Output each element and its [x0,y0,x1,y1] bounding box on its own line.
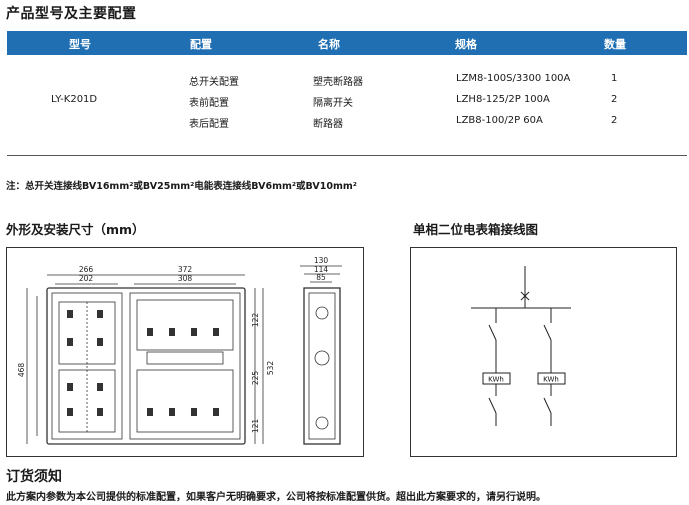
row-1-spec: LZM8-100S/3300 100A [456,73,571,84]
dim-121: 121 [251,419,260,434]
meter-label-2: KWh [543,376,559,384]
order-notice-text: 此方案内参数为本公司提供的标准配置，如果客户无明确要求，公司将按标准配置供货。超… [6,492,546,503]
dim-468: 468 [17,363,26,378]
row-3-qty: 2 [611,115,618,126]
header-qty: 数量 [604,38,626,51]
header-spec: 规格 [455,38,477,51]
header-model: 型号 [69,38,91,51]
row-3-name: 断路器 [313,119,343,130]
dim-372: 372 [178,265,193,274]
dim-85: 85 [316,273,326,282]
row-1-config: 总开关配置 [189,77,239,88]
dim-308: 308 [178,274,193,283]
table-bottom-rule [7,155,687,156]
row-3-config: 表后配置 [189,119,229,130]
wiring-svg: KWh KWh [471,266,571,426]
product-section-title: 产品型号及主要配置 [6,6,137,22]
row-2-name: 隔离开关 [313,98,353,109]
row-3-spec: LZB8-100/2P 60A [456,115,543,126]
model-cell: LY-K201D [51,94,98,105]
header-name: 名称 [318,38,340,51]
wiring-section-title: 单相二位电表箱接线图 [413,222,539,237]
order-notice-title: 订货须知 [6,469,62,485]
row-2-config: 表前配置 [189,98,229,109]
dim-202: 202 [79,274,94,283]
dimension-svg: 266 202 372 308 468 532 122 225 121 130 … [17,256,342,445]
header-config: 配置 [190,38,212,51]
dim-225: 225 [251,371,260,386]
dimension-section-title: 外形及安装尺寸（mm） [6,222,145,237]
dim-266: 266 [79,265,94,274]
meter-label-1: KWh [488,376,504,384]
dim-114: 114 [314,265,329,274]
wiring-note: 注：总开关连接线BV16mm²或BV25mm²电能表连接线BV6mm²或BV10… [6,181,357,192]
row-1-qty: 1 [611,73,618,84]
dimension-drawing: 266 202 372 308 468 532 122 225 121 130 … [6,247,364,457]
table-header: 型号 配置 名称 规格 数量 [7,31,687,55]
dim-130: 130 [314,256,329,265]
row-2-qty: 2 [611,94,618,105]
row-1-name: 塑壳断路器 [313,77,363,88]
dim-122: 122 [251,313,260,328]
row-2-spec: LZH8-125/2P 100A [456,94,550,105]
wiring-diagram: KWh KWh [410,247,677,457]
dim-532: 532 [266,361,275,376]
